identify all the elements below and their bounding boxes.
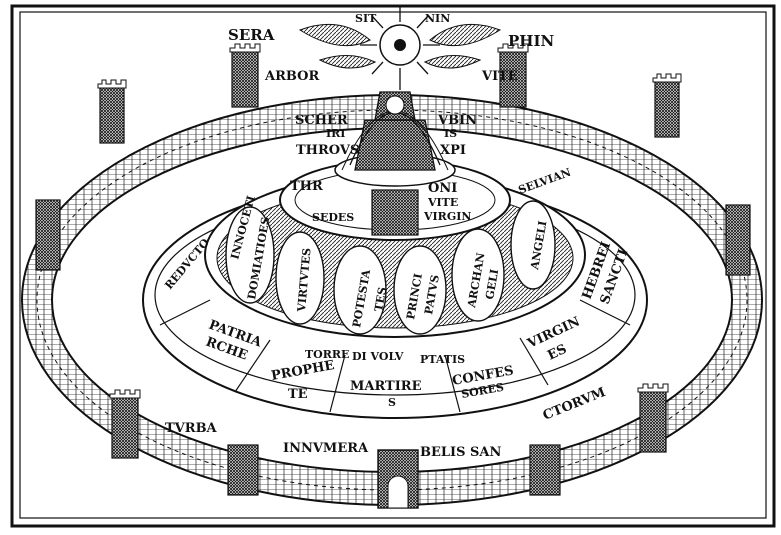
tower-right-upper <box>652 73 682 138</box>
label-ptatis: PTATIS <box>420 353 465 366</box>
tower-right-mid <box>725 204 751 276</box>
tower-top-left <box>229 43 261 108</box>
petal-archangeli <box>451 228 505 322</box>
label-nin: NIN <box>425 12 450 25</box>
label-vbin: VBIN <box>437 113 477 128</box>
label-seraphin-right: PHIN <box>508 32 554 50</box>
label-martire-1: MARTIRE <box>350 379 422 394</box>
label-iri: IRI <box>326 127 345 140</box>
label-belis: BELIS SAN <box>420 445 502 460</box>
label-arbor: ARBOR <box>264 69 319 84</box>
label-seraphin-left: SERA <box>228 26 275 44</box>
label-virtutes: VIRTVTES <box>295 247 314 313</box>
sun-dove <box>298 5 502 90</box>
petal-potestates <box>333 245 387 335</box>
inner-frame <box>19 11 767 519</box>
label-geli: GELI <box>483 268 501 300</box>
tower-bottom-right <box>637 383 669 453</box>
label-martire-2: S <box>388 396 396 409</box>
gate-bottom-left <box>227 444 259 496</box>
label-virgin-2: ES <box>545 342 569 364</box>
label-vite-top: VITE <box>481 69 518 84</box>
label-devolv: DI VOLV <box>352 350 404 363</box>
label-thr: THR <box>290 179 323 194</box>
petal-innocenti <box>225 206 275 304</box>
label-innumera: INNVMERA <box>283 441 369 456</box>
petal-principatus <box>393 245 447 335</box>
throne-platform <box>279 159 511 241</box>
label-virgin-ring: VIRGIN <box>423 210 471 223</box>
label-tes: TES <box>372 286 389 312</box>
petal-angeli <box>510 200 556 290</box>
label-oni: ONI <box>428 181 457 196</box>
wall-towers <box>35 43 751 509</box>
label-torre: TORRE <box>305 348 349 361</box>
throne-tower <box>334 91 456 187</box>
label-vite-ring: VITE <box>427 196 458 209</box>
label-sit: SIT <box>355 12 377 25</box>
label-sedes: SEDES <box>312 211 354 224</box>
tower-top-right <box>497 43 529 108</box>
label-turba: TVRBA <box>165 421 218 436</box>
label-scher: SCHER <box>295 113 348 128</box>
tower-left-upper <box>97 79 127 144</box>
label-is: IS <box>444 127 457 140</box>
petal-virtutes <box>275 231 325 325</box>
gate-bottom-center <box>377 449 419 509</box>
tower-bottom-left <box>109 389 141 459</box>
label-prophe-2: TE <box>288 387 308 402</box>
label-xpi: XPI <box>440 143 466 158</box>
label-throvs: THROVS <box>296 143 359 158</box>
gate-bottom-right <box>529 444 561 496</box>
tower-left-mid <box>35 199 61 271</box>
